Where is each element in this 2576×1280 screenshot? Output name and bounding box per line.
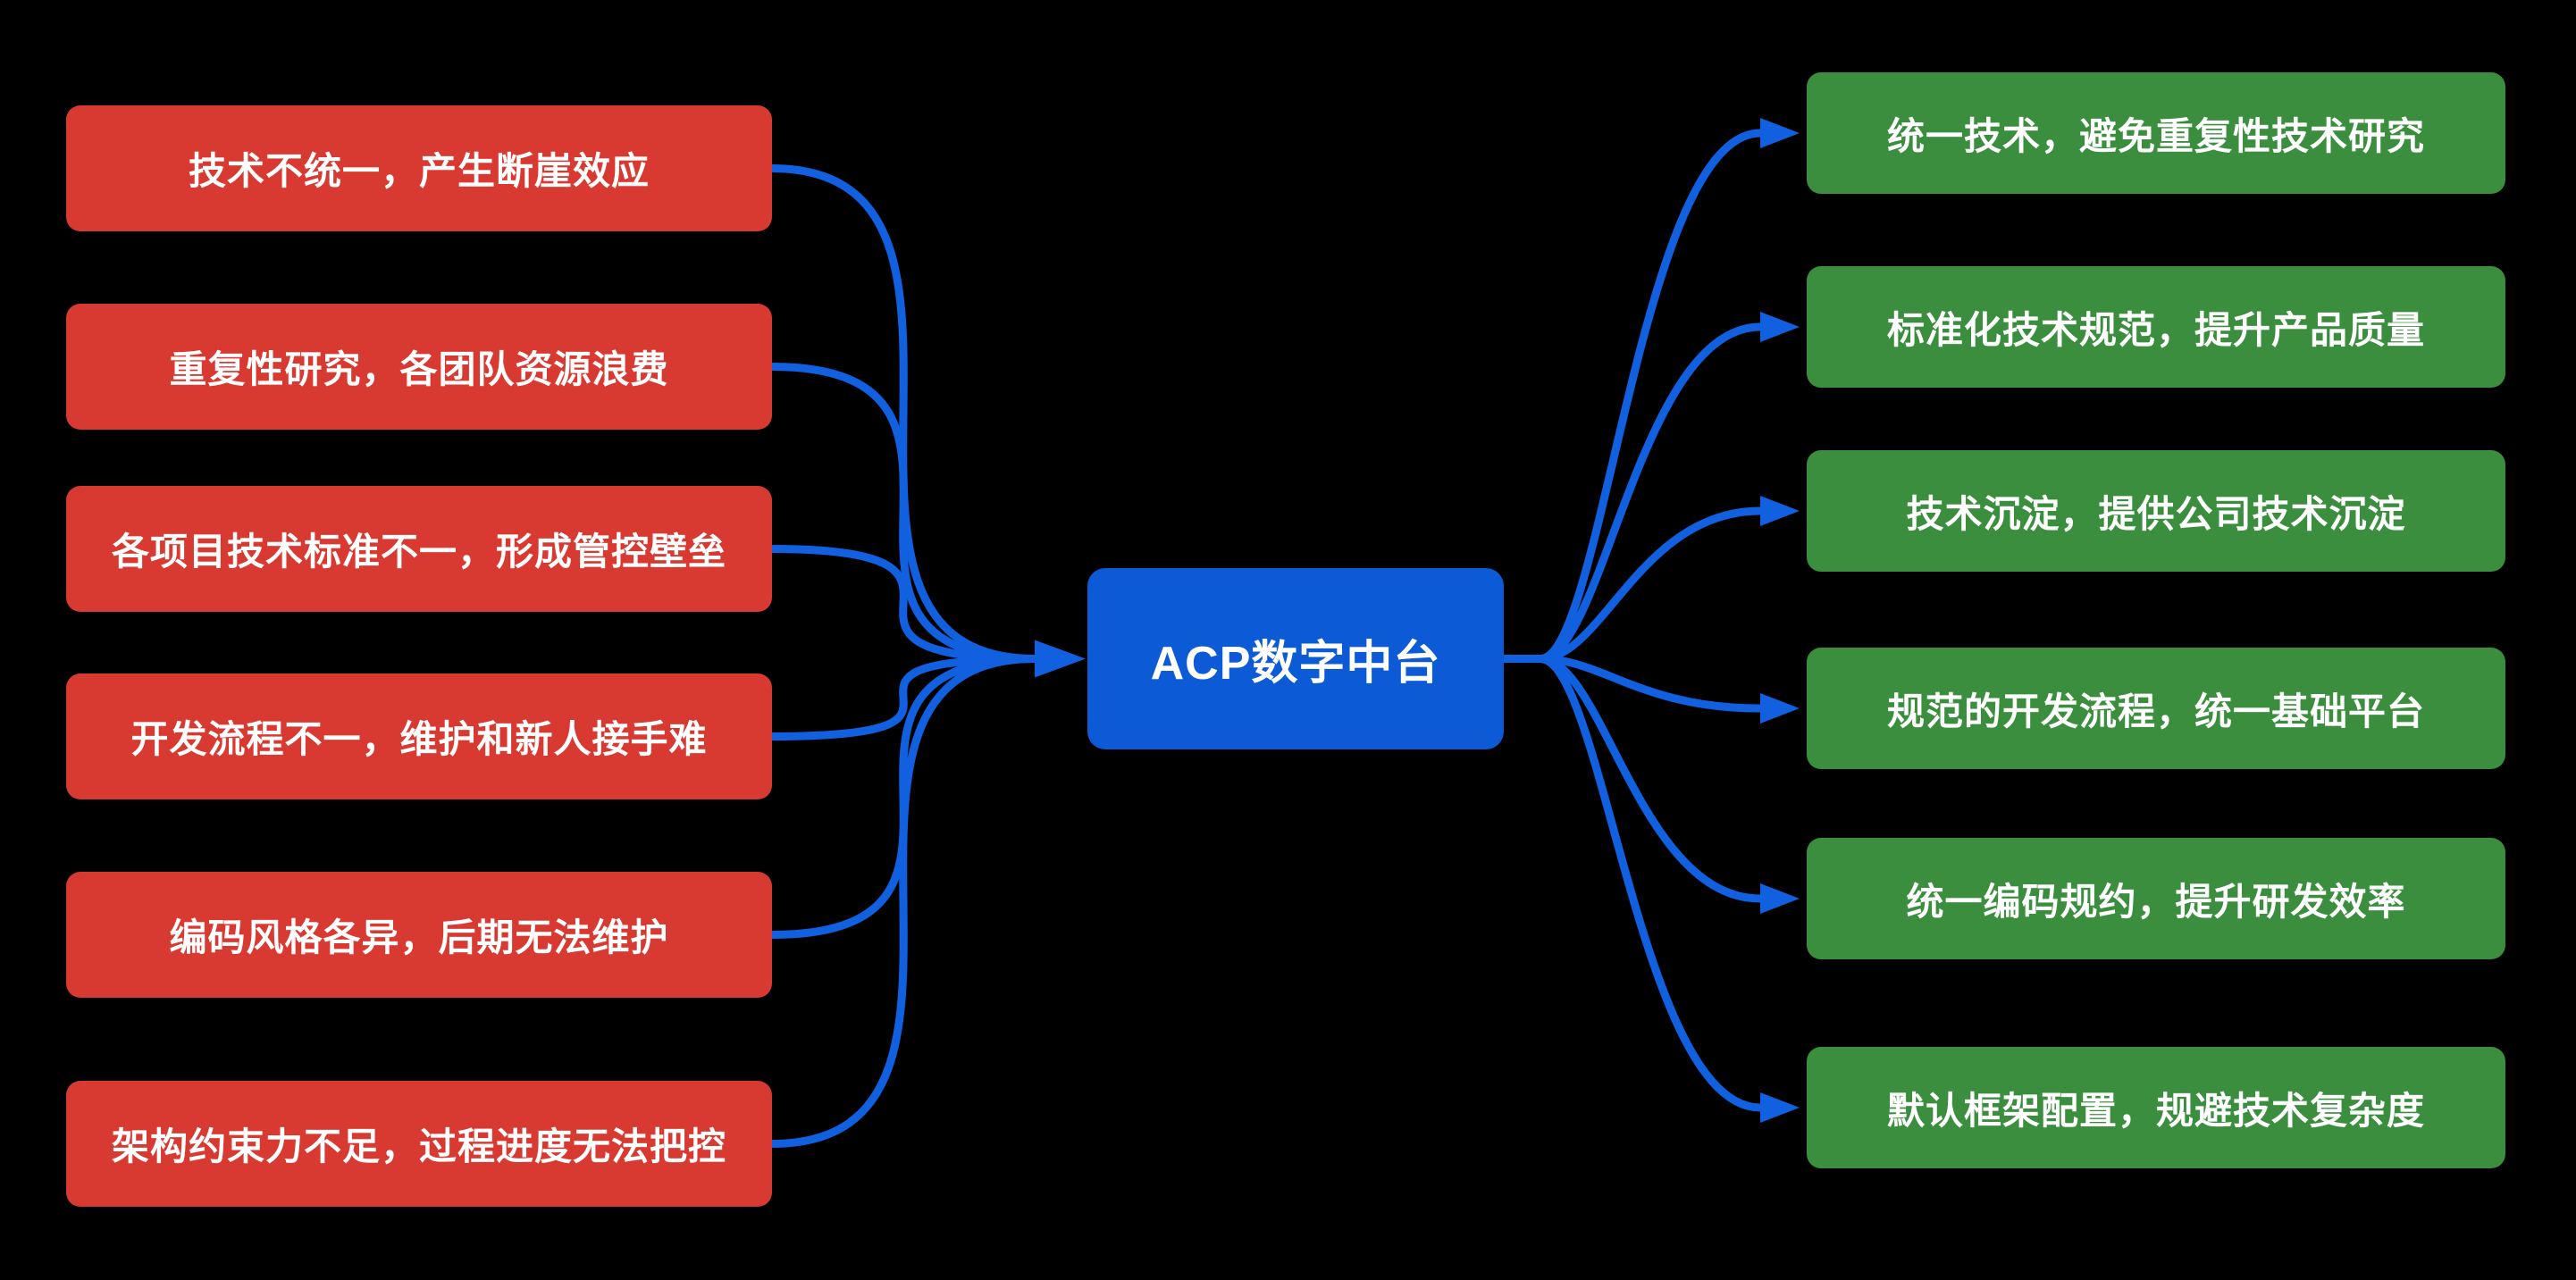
connector-benefit-4 bbox=[1540, 655, 1761, 713]
problem-node-3: 各项目技术标准不一，形成管控壁垒 bbox=[66, 486, 772, 612]
benefit-node-2: 标准化技术规范，提升产品质量 bbox=[1807, 266, 2505, 388]
problem-node-label: 架构约束力不足，过程进度无法把控 bbox=[111, 1125, 726, 1167]
benefit-node-1: 统一技术，避免重复性技术研究 bbox=[1807, 72, 2505, 194]
connector-benefit-6 bbox=[1540, 655, 1761, 1112]
problem-node-5: 编码风格各异，后期无法维护 bbox=[66, 872, 772, 998]
problem-node-label: 技术不统一，产生断崖效应 bbox=[188, 150, 650, 192]
problem-node-label: 编码风格各异，后期无法维护 bbox=[169, 916, 669, 958]
problem-node-2: 重复性研究，各团队资源浪费 bbox=[66, 304, 772, 430]
center-node-label: ACP数字中台 bbox=[1150, 638, 1441, 690]
problem-node-1: 技术不统一，产生断崖效应 bbox=[66, 105, 772, 231]
problem-node-4: 开发流程不一，维护和新人接手难 bbox=[66, 673, 772, 799]
arrowhead-into-benefit-5 bbox=[1760, 883, 1800, 914]
connector-problem-3 bbox=[771, 545, 1036, 663]
benefit-node-3: 技术沉淀，提供公司技术沉淀 bbox=[1807, 450, 2505, 572]
arrowhead-into-benefit-2 bbox=[1760, 312, 1800, 342]
arrowhead-into-benefit-4 bbox=[1760, 693, 1800, 724]
benefit-node-6: 默认框架配置，规避技术复杂度 bbox=[1807, 1047, 2505, 1168]
connector-benefit-5 bbox=[1540, 655, 1761, 903]
problem-node-label: 重复性研究，各团队资源浪费 bbox=[169, 348, 669, 390]
benefit-node-label: 技术沉淀，提供公司技术沉淀 bbox=[1906, 492, 2406, 535]
problem-node-label: 开发流程不一，维护和新人接手难 bbox=[130, 718, 708, 760]
benefit-node-label: 统一编码规约，提升研发效率 bbox=[1906, 880, 2406, 923]
benefit-node-label: 默认框架配置，规避技术复杂度 bbox=[1886, 1089, 2425, 1132]
connector-problem-6 bbox=[771, 655, 1036, 1148]
connector-problem-1 bbox=[771, 164, 1036, 663]
benefit-node-label: 统一技术，避免重复性技术研究 bbox=[1886, 114, 2425, 157]
connector-benefit-1 bbox=[1539, 129, 1761, 663]
benefit-node-4: 规范的开发流程，统一基础平台 bbox=[1807, 648, 2505, 769]
arrowhead-into-benefit-3 bbox=[1760, 496, 1800, 526]
benefit-node-label: 规范的开发流程，统一基础平台 bbox=[1886, 690, 2425, 732]
arrowhead-into-benefit-6 bbox=[1760, 1092, 1800, 1123]
problem-node-label: 各项目技术标准不一，形成管控壁垒 bbox=[111, 531, 726, 573]
connector-problem-4 bbox=[771, 655, 1036, 740]
connector-benefit-3 bbox=[1540, 506, 1761, 663]
benefit-node-5: 统一编码规约，提升研发效率 bbox=[1807, 838, 2505, 959]
connector-problem-2 bbox=[771, 363, 1036, 663]
arrowhead-into-benefit-1 bbox=[1760, 118, 1800, 148]
arrowhead-into-center bbox=[1035, 640, 1086, 678]
problem-node-6: 架构约束力不足，过程进度无法把控 bbox=[66, 1081, 772, 1207]
center-node: ACP数字中台 bbox=[1087, 568, 1504, 749]
benefit-node-label: 标准化技术规范，提升产品质量 bbox=[1886, 308, 2425, 351]
connector-benefit-2 bbox=[1540, 322, 1761, 663]
